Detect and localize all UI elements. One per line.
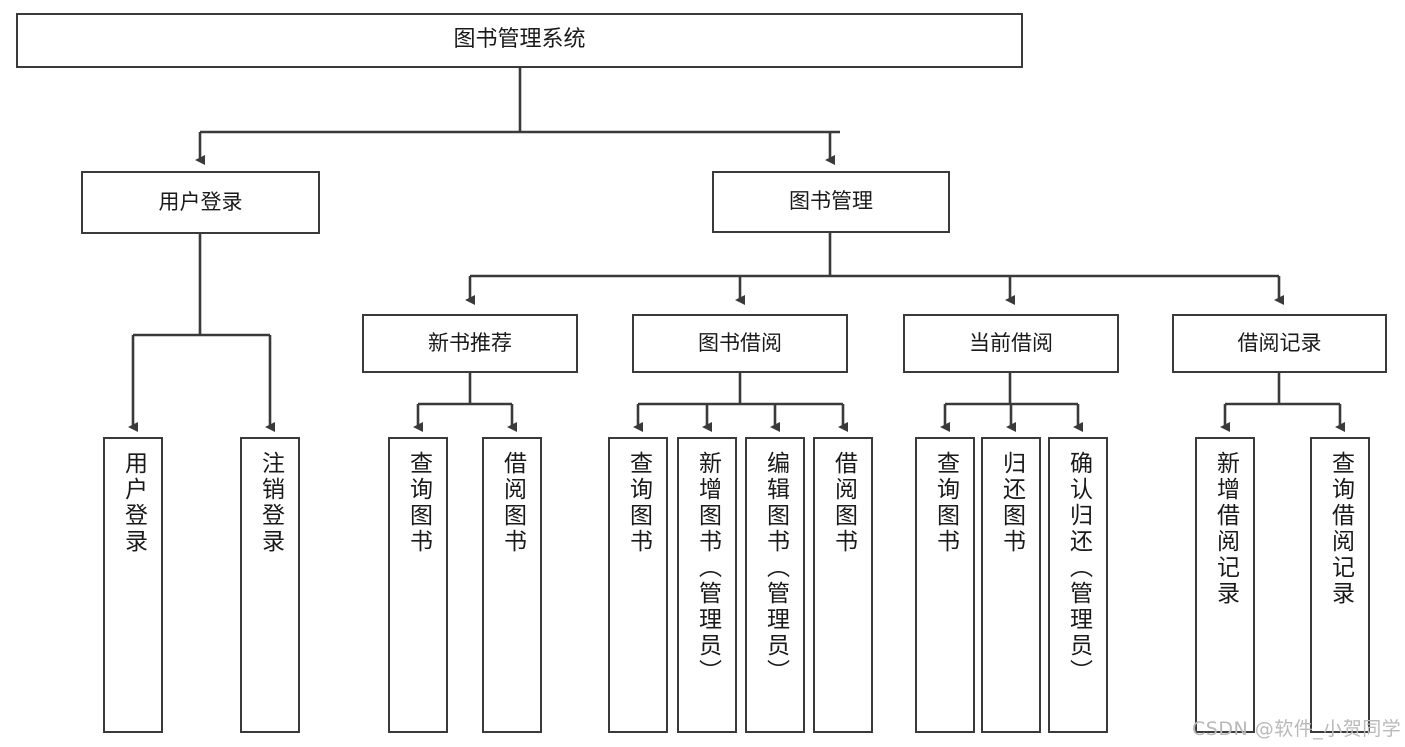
leaf-query-book-3[interactable]: 查询图书 — [915, 437, 975, 733]
watermark: CSDN @软件_小贺同学 — [1192, 718, 1402, 740]
leaf-add-record[interactable]: 新增借阅记录 — [1195, 437, 1255, 733]
node-current-borrow[interactable]: 当前借阅 — [903, 314, 1119, 373]
node-label: 借阅图书 — [499, 451, 526, 555]
node-label: 查询图书 — [932, 451, 959, 555]
node-label: 当前借阅 — [969, 330, 1053, 355]
node-label: 编辑图书（管理员） — [762, 451, 789, 685]
node-label: 借阅记录 — [1237, 330, 1322, 355]
leaf-user-login[interactable]: 用户登录 — [103, 437, 163, 733]
node-label: 图书管理系统 — [453, 27, 586, 53]
node-label: 新书推荐 — [428, 330, 512, 355]
leaf-user-logout[interactable]: 注销登录 — [240, 437, 300, 733]
node-label: 确认归还（管理员） — [1065, 451, 1092, 685]
node-label: 查询图书 — [405, 451, 432, 555]
node-label: 注销登录 — [257, 451, 284, 555]
node-label: 归还图书 — [998, 451, 1025, 555]
node-label: 图书管理 — [789, 189, 873, 214]
node-borrow-record[interactable]: 借阅记录 — [1172, 314, 1387, 373]
leaf-query-book-1[interactable]: 查询图书 — [388, 437, 448, 733]
node-label: 查询借阅记录 — [1327, 451, 1354, 607]
leaf-borrow-book-1[interactable]: 借阅图书 — [482, 437, 542, 733]
node-label: 图书借阅 — [698, 330, 782, 355]
leaf-add-book[interactable]: 新增图书（管理员） — [677, 437, 737, 733]
node-root-book-management-system[interactable]: 图书管理系统 — [16, 13, 1023, 68]
leaf-return-book[interactable]: 归还图书 — [981, 437, 1041, 733]
node-new-book-recommend[interactable]: 新书推荐 — [362, 314, 578, 373]
leaf-confirm-return[interactable]: 确认归还（管理员） — [1048, 437, 1108, 733]
leaf-borrow-book-2[interactable]: 借阅图书 — [813, 437, 873, 733]
node-label: 查询图书 — [625, 451, 652, 555]
node-book-borrow[interactable]: 图书借阅 — [632, 314, 848, 373]
node-label: 新增图书（管理员） — [694, 451, 721, 685]
node-book-manage[interactable]: 图书管理 — [712, 171, 950, 233]
node-label: 用户登录 — [158, 189, 243, 214]
leaf-query-book-2[interactable]: 查询图书 — [608, 437, 668, 733]
leaf-edit-book[interactable]: 编辑图书（管理员） — [745, 437, 805, 733]
leaf-query-record[interactable]: 查询借阅记录 — [1310, 437, 1370, 733]
node-label: 借阅图书 — [830, 451, 857, 555]
node-label: 用户登录 — [120, 451, 147, 555]
node-label: 新增借阅记录 — [1212, 451, 1239, 607]
node-user-login[interactable]: 用户登录 — [81, 171, 320, 234]
